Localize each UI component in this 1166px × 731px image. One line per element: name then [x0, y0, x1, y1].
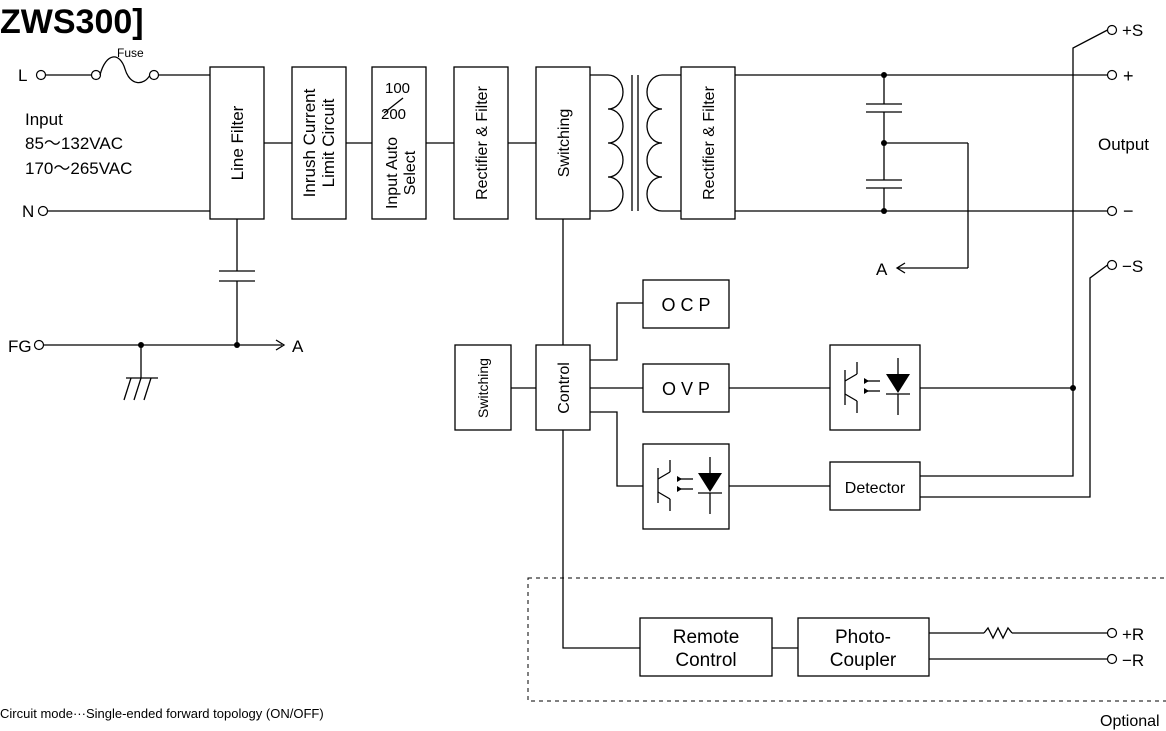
fuse-symbol [99, 56, 151, 84]
main-switching-block [535, 66, 591, 220]
output-label: Output [1098, 135, 1149, 154]
photo-label-1: Photo- [835, 627, 891, 648]
output-rectifier-block [680, 66, 736, 220]
optional-label: Optional [1100, 713, 1160, 730]
detector-label: Detector [845, 480, 906, 497]
resistor-symbol [983, 626, 1013, 640]
terminal-l-label: L [18, 66, 27, 85]
line-filter-label: Line Filter [228, 105, 247, 180]
terminal-fg [33, 339, 45, 351]
detector-photocoupler-symbol [657, 457, 722, 514]
output-rectifier-label: Rectifier & Filter [701, 85, 718, 199]
terminal-minus-r-label: −R [1122, 651, 1144, 670]
terminal-plus-r-label: +R [1122, 625, 1144, 644]
photo-label-2: Coupler [830, 650, 897, 671]
marker-a-fg: A [292, 337, 304, 356]
terminal-n-label: N [22, 202, 34, 221]
main-switching-label: Switching [556, 109, 573, 177]
ovp-photocoupler-symbol [844, 358, 910, 415]
control-label: Control [556, 362, 573, 414]
terminal-plus-r [1106, 627, 1118, 639]
remote-label-1: Remote [673, 627, 740, 648]
terminal-minus-r [1106, 653, 1118, 665]
input-range-1: 85〜132VAC [25, 134, 123, 153]
diagram-title: ZWS300] [0, 3, 144, 41]
auto-slash [383, 97, 404, 114]
line-filter-block [209, 66, 265, 220]
input-range-2: 170〜265VAC [25, 159, 132, 178]
terminal-plus-s [1106, 24, 1118, 36]
auto-v200: 200 [381, 106, 406, 123]
terminal-l [35, 69, 47, 81]
terminal-minus-s-label: −S [1122, 257, 1143, 276]
ovp-photocoupler-block [829, 344, 921, 431]
detector-photocoupler-block [642, 443, 730, 530]
inrush-limit-block [291, 66, 347, 220]
input-label: Input [25, 110, 63, 129]
terminal-n [37, 205, 49, 217]
terminal-minus-s [1106, 259, 1118, 271]
terminal-minus [1106, 205, 1118, 217]
marker-a-out: A [876, 260, 888, 279]
footnote: Circuit mode···Single-ended forward topo… [0, 706, 324, 721]
input-rectifier-label: Rectifier & Filter [474, 85, 491, 199]
auto-label-1: Input Auto [384, 137, 401, 209]
optional-section-border [527, 577, 1166, 702]
fuse-left-contact [90, 69, 102, 81]
terminal-plus-s-label: +S [1122, 21, 1143, 40]
inrush-label-1: Inrush Current [300, 88, 319, 197]
terminal-plus-label: + [1123, 66, 1134, 86]
input-auto-select-block [371, 66, 427, 220]
input-rectifier-block [453, 66, 509, 220]
ocp-label: O C P [661, 295, 710, 315]
terminal-minus-label: − [1123, 201, 1134, 221]
control-block [535, 344, 591, 431]
aux-switching-label: Switching [475, 358, 491, 418]
remote-label-2: Control [675, 650, 736, 671]
detector-block [829, 461, 921, 511]
auto-v100: 100 [385, 80, 410, 97]
ocp-block [642, 279, 730, 329]
terminal-plus [1106, 69, 1118, 81]
remote-control-block [639, 617, 773, 677]
fuse-right-contact [148, 69, 160, 81]
ovp-block [642, 363, 730, 413]
auto-label-2: Select [402, 150, 419, 195]
transformer-symbol [590, 74, 681, 212]
inrush-label-2: Limit Circuit [319, 98, 338, 187]
fuse-label: Fuse [117, 46, 144, 60]
photo-coupler-block [797, 617, 930, 677]
terminal-fg-label: FG [8, 337, 32, 356]
ovp-label: O V P [662, 379, 710, 399]
